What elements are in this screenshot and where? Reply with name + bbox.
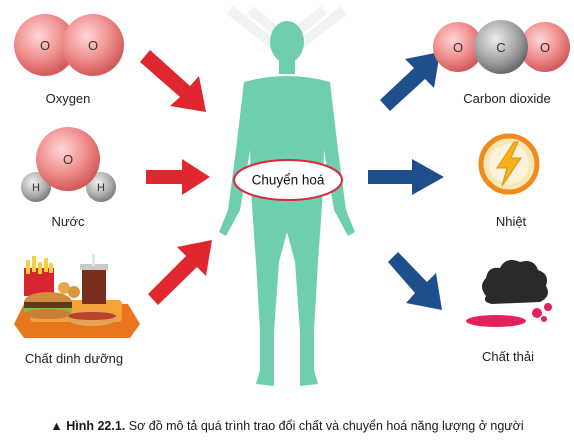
water-h-atom-1: H — [32, 182, 40, 194]
arrow-nutrients-in — [148, 240, 212, 305]
food-tray-illustration — [14, 254, 140, 338]
co2-o-atom-2: O — [540, 40, 550, 55]
arrow-co2-out — [380, 52, 440, 111]
label-heat: Nhiệt — [495, 214, 527, 229]
label-nutrients: Chất dinh dưỡng — [24, 351, 124, 366]
arrow-heat-out — [368, 159, 444, 195]
human-body — [219, 21, 355, 386]
water-o-atom: O — [63, 152, 73, 167]
heat-icon — [478, 133, 540, 195]
metabolism-ellipse — [233, 159, 343, 201]
arrow-waste-out — [388, 252, 442, 310]
label-co2: Carbon dioxide — [463, 91, 551, 106]
label-waste: Chất thải — [481, 349, 535, 364]
caption-text: Sơ đồ mô tả quá trình trao đổi chất và c… — [128, 419, 524, 433]
input-arrows — [140, 50, 212, 305]
output-arrows — [368, 52, 444, 310]
arrow-water-in — [146, 159, 210, 195]
co2-c-atom: C — [496, 40, 505, 55]
caption-figure-number: Hình 22.1. — [66, 419, 126, 433]
water-molecule: O H H — [21, 127, 116, 202]
waste-icon — [466, 260, 552, 327]
co2-o-atom-1: O — [453, 40, 463, 55]
water-h-atom-2: H — [97, 182, 105, 194]
arrow-oxygen-in — [140, 50, 206, 112]
caption-triangle-icon: ▲ — [50, 419, 63, 433]
figure-caption: ▲ Hình 22.1. Sơ đồ mô tả quá trình trao … — [0, 419, 574, 433]
label-metabolism: Chuyển hoá — [251, 172, 325, 188]
oxygen-atom-2: O — [88, 38, 98, 53]
label-water: Nước — [51, 214, 85, 229]
co2-molecule: O C O — [433, 20, 570, 74]
label-oxygen: Oxygen — [45, 91, 91, 106]
oxygen-atom-1: O — [40, 38, 50, 53]
oxygen-molecule: O O — [14, 14, 124, 76]
